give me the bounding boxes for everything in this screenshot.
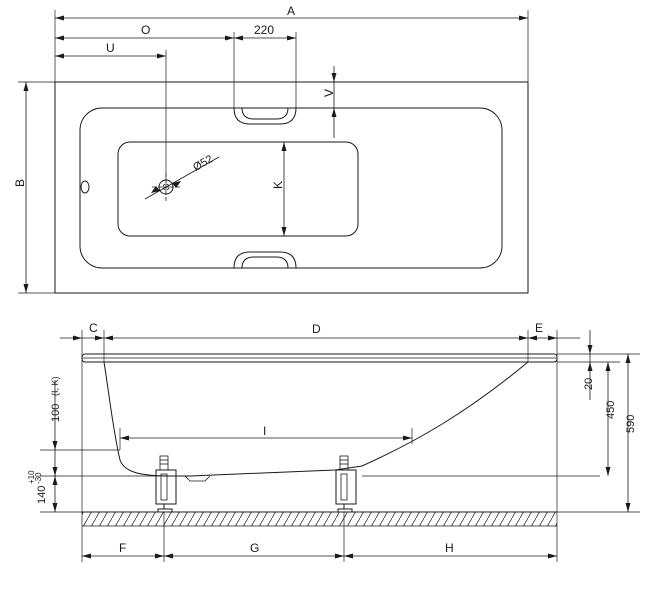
dimension-a: A xyxy=(54,4,529,82)
dimension-590-label: 590 xyxy=(625,415,637,433)
dimension-d-label: D xyxy=(312,322,321,336)
right-foot xyxy=(335,455,357,513)
dimension-b: B xyxy=(13,81,55,294)
dimension-20-label: 20 xyxy=(583,378,595,390)
dimension-100-label: 100 xyxy=(50,404,62,422)
dimension-h-label: H xyxy=(445,541,454,555)
drain-outlet xyxy=(184,475,211,482)
dimension-f-label: F xyxy=(119,541,126,555)
dimension-d: D xyxy=(104,322,528,341)
dimension-g: G xyxy=(164,541,344,559)
tub-rim xyxy=(81,353,558,363)
bottom-handle xyxy=(233,251,297,269)
dimension-450-label: 450 xyxy=(605,401,617,419)
dimension-140-tol-plus: +10 xyxy=(27,470,36,484)
dimension-v-label: V xyxy=(322,89,336,97)
left-foot xyxy=(155,455,177,513)
tub-outer-rim xyxy=(54,81,529,294)
dimension-100-sublabel: (I, K) xyxy=(50,376,60,396)
dimension-o-label: O xyxy=(141,23,150,37)
tub-body-profile xyxy=(103,361,529,477)
dimension-e-label: E xyxy=(535,321,543,335)
dimension-k-label: K xyxy=(271,181,285,189)
dimension-220-label: 220 xyxy=(254,23,274,37)
dimension-140-tol-minus: -30 xyxy=(34,472,43,484)
dimension-h: H xyxy=(344,541,557,559)
dimension-i-label: I xyxy=(263,424,266,438)
tub-inner-basin xyxy=(79,107,503,269)
dimension-v: V xyxy=(296,66,342,138)
dimension-220: 220 xyxy=(233,23,297,108)
dimension-20: 20 xyxy=(583,330,595,400)
top-handle xyxy=(233,107,297,125)
tub-bottom-area xyxy=(117,141,359,237)
dimension-e: E xyxy=(528,321,580,341)
overflow-outlet xyxy=(80,180,90,194)
dimension-450: 450 xyxy=(605,362,617,476)
dimension-f: F xyxy=(82,541,164,559)
dimension-c: C xyxy=(60,321,104,341)
top-view: Ø52 A O 220 xyxy=(13,4,529,294)
dimension-k: K xyxy=(271,142,287,236)
dimension-a-label: A xyxy=(287,4,295,18)
dimension-g-label: G xyxy=(250,541,259,555)
dimension-i: I xyxy=(119,424,413,450)
drain-diameter-label: Ø52 xyxy=(191,153,215,174)
dimension-b-label: B xyxy=(13,179,27,187)
side-view: C D E I F xyxy=(27,321,640,562)
dimension-c-label: C xyxy=(89,321,98,335)
dimension-140-label: 140 xyxy=(36,486,48,504)
dimension-u-label: U xyxy=(106,41,115,55)
dimension-100: 100 (I, K) xyxy=(50,376,62,476)
dimension-o: O xyxy=(55,23,234,41)
dimension-u: U xyxy=(55,41,167,180)
dimension-590: 590 xyxy=(625,354,637,512)
floor-hatching xyxy=(82,512,557,526)
dimension-140: 140 +10 -30 xyxy=(27,470,82,513)
